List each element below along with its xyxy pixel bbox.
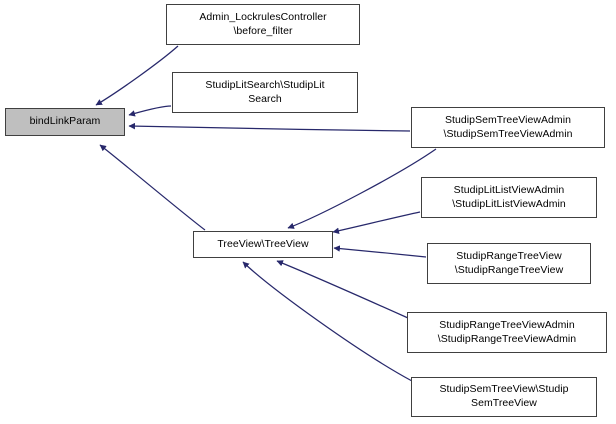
node-studip-range-tree-view-admin[interactable]: StudipRangeTreeViewAdmin \StudipRangeTre… (407, 312, 607, 353)
node-label: TreeView\TreeView (217, 237, 309, 250)
edge-studipRangeTreeViewAdmin-to-treeView (276, 260, 409, 319)
edge-studipSemTreeViewAdmin-to-bindLinkParam (128, 122, 411, 132)
edge-studipLitSearch-to-bindLinkParam (128, 105, 172, 117)
node-label: StudipLitSearch\StudipLit Search (205, 78, 325, 105)
node-admin-lockrules-controller-before-filter[interactable]: Admin_LockrulesController \before_filter (166, 4, 360, 45)
edge-studipLitListViewAdmin-to-treeView (332, 211, 421, 234)
edge-treeView-to-bindLinkParam (99, 144, 206, 231)
edge-studipSemTreeView-to-treeView (242, 261, 413, 382)
edge-adminLockrules-to-bindLinkParam (95, 45, 179, 106)
edge-studipRangeTreeView-to-treeView (333, 245, 427, 258)
node-bindLinkParam[interactable]: bindLinkParam (5, 108, 125, 136)
node-label: StudipSemTreeViewAdmin \StudipSemTreeVie… (443, 113, 573, 140)
node-studip-lit-search[interactable]: StudipLitSearch\StudipLit Search (172, 72, 358, 113)
node-label: StudipLitListViewAdmin \StudipLitListVie… (452, 183, 566, 210)
node-studip-sem-tree-view[interactable]: StudipSemTreeView\Studip SemTreeView (411, 377, 597, 417)
node-label: StudipRangeTreeView \StudipRangeTreeView (454, 249, 564, 276)
node-label: Admin_LockrulesController \before_filter (199, 10, 327, 37)
node-label: bindLinkParam (29, 115, 101, 128)
node-studip-sem-tree-view-admin[interactable]: StudipSemTreeViewAdmin \StudipSemTreeVie… (411, 107, 605, 148)
node-label: StudipRangeTreeViewAdmin \StudipRangeTre… (437, 318, 577, 345)
node-tree-view[interactable]: TreeView\TreeView (193, 231, 333, 258)
node-studip-range-tree-view[interactable]: StudipRangeTreeView \StudipRangeTreeView (427, 243, 591, 284)
node-studip-lit-list-view-admin[interactable]: StudipLitListViewAdmin \StudipLitListVie… (421, 177, 597, 218)
edge-studipSemTreeViewAdmin-to-treeView (287, 148, 437, 229)
node-label: StudipSemTreeView\Studip SemTreeView (439, 383, 569, 409)
